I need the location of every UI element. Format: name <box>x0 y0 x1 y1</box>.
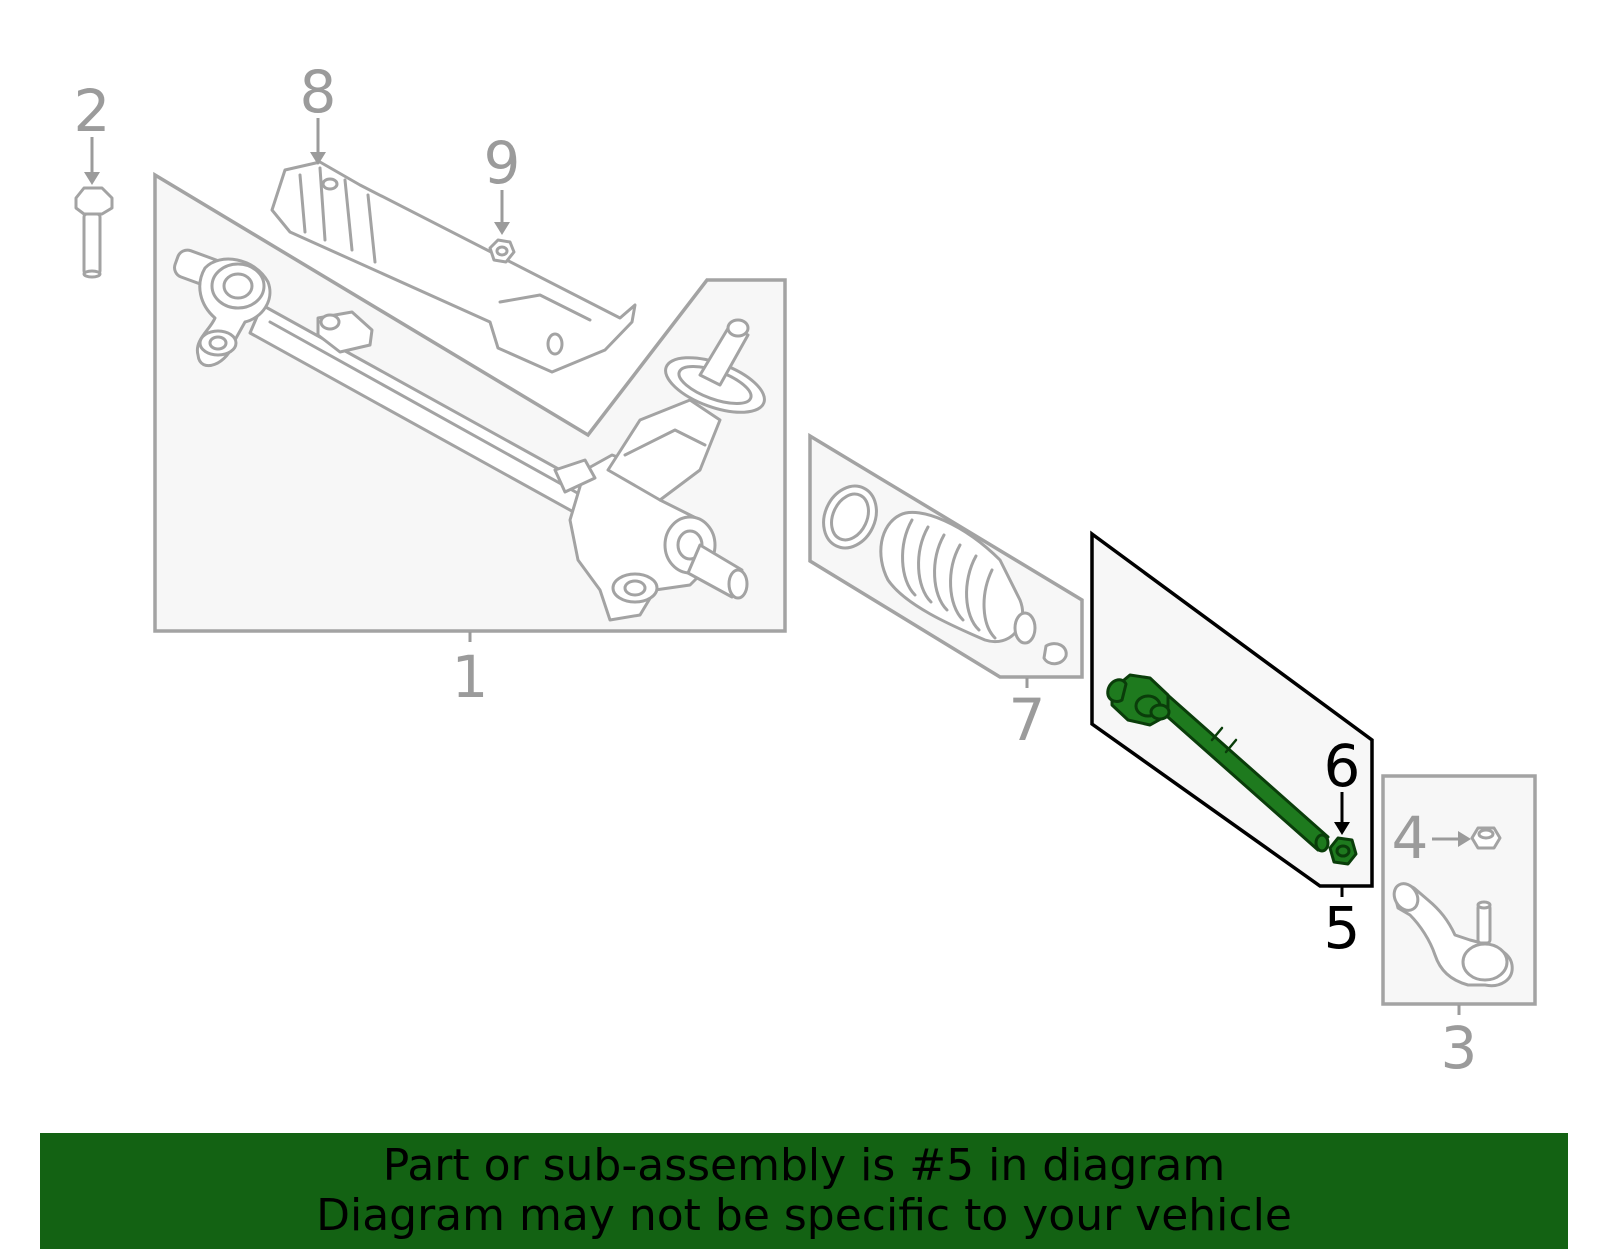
info-banner: Part or sub-assembly is #5 in diagram Di… <box>40 1133 1568 1249</box>
callout-6[interactable]: 6 <box>1324 732 1361 800</box>
steering-rack-drawing <box>173 248 766 622</box>
inner-tie-rod-drawing <box>1106 673 1330 853</box>
banner-line-2: Diagram may not be specific to your vehi… <box>316 1190 1292 1241</box>
callout-4: 4 <box>1392 804 1429 872</box>
tie-rod-end-drawing <box>1392 882 1514 988</box>
leader-lines <box>84 118 1471 1015</box>
callout-2: 2 <box>74 77 111 145</box>
bolt-drawing <box>74 186 114 279</box>
jam-nut-drawing <box>1328 836 1358 866</box>
nut-drawing-4 <box>1470 826 1502 850</box>
banner-line-1: Part or sub-assembly is #5 in diagram <box>382 1140 1226 1191</box>
callout-1: 1 <box>452 643 489 711</box>
callout-7: 7 <box>1009 686 1046 754</box>
callout-numbers: 2 8 9 1 7 6 5 4 3 <box>74 58 1478 1082</box>
nut-drawing-9 <box>488 238 516 264</box>
callout-9: 9 <box>484 129 521 197</box>
callout-8: 8 <box>300 58 337 126</box>
panel-inner-tie-rod <box>1090 530 1374 888</box>
boot-kit-drawing <box>822 484 1068 666</box>
callout-5[interactable]: 5 <box>1324 894 1361 962</box>
rack-cover-drawing <box>270 160 637 374</box>
leader-lines-active <box>1334 792 1350 897</box>
callout-3: 3 <box>1441 1014 1478 1082</box>
